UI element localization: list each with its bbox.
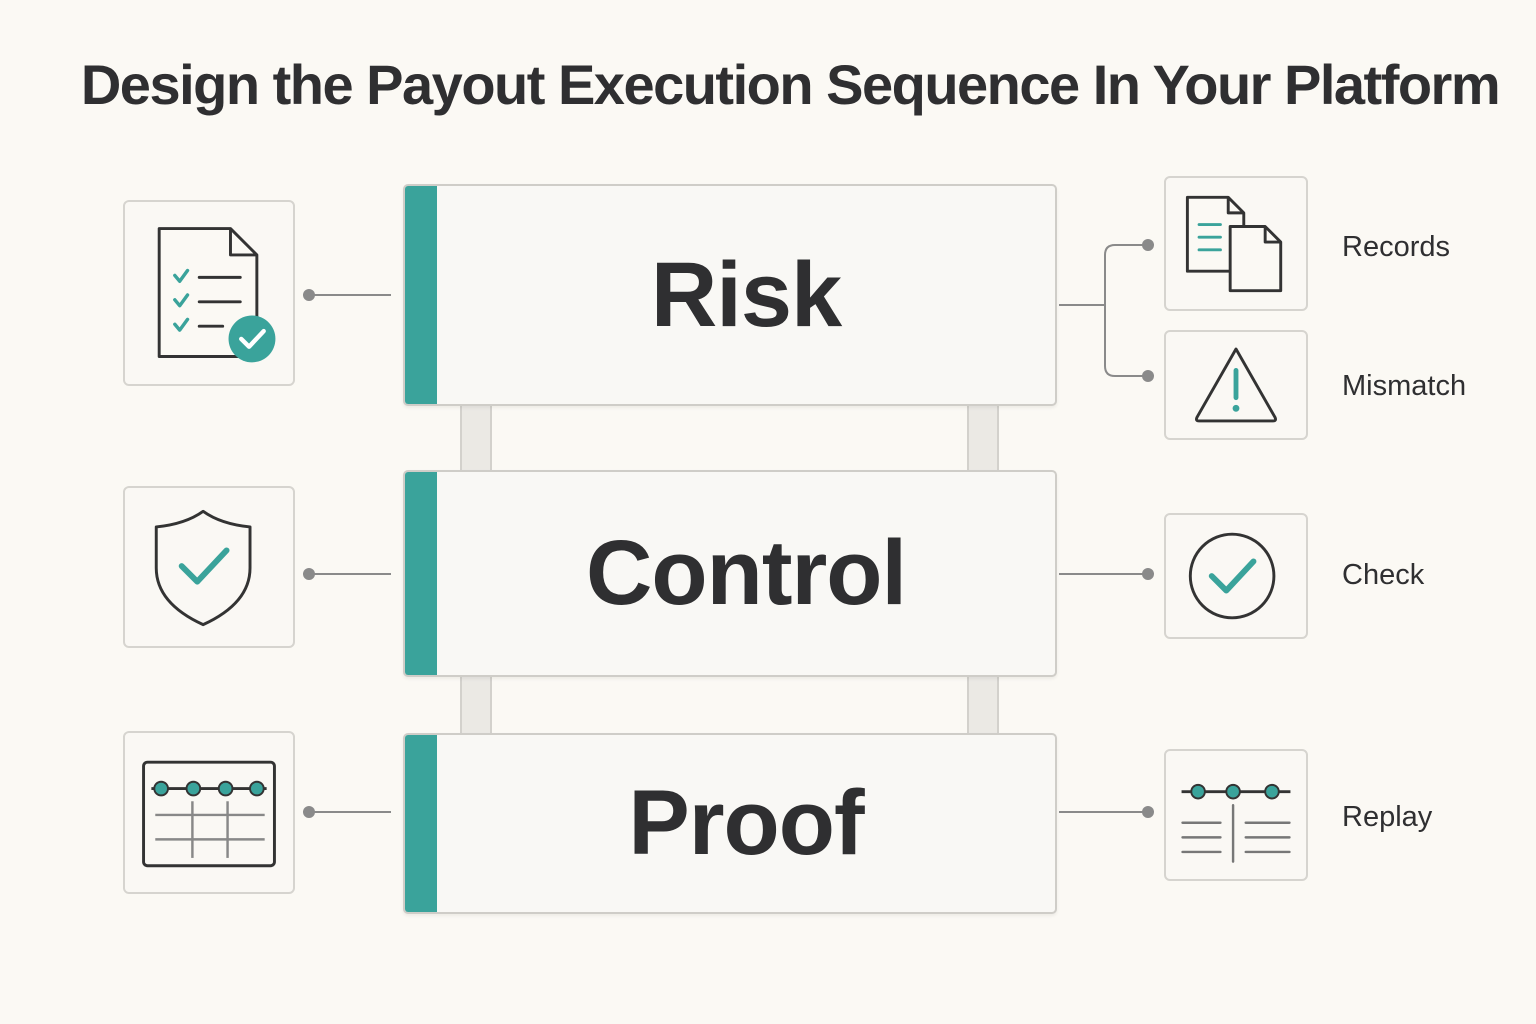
stage-control: Control	[403, 470, 1057, 677]
shield-box	[123, 486, 295, 648]
replay-label: Replay	[1342, 801, 1433, 833]
stage-label: Risk	[650, 243, 842, 346]
records-box	[1164, 176, 1308, 311]
ladder-post	[967, 404, 999, 474]
timeline-box	[123, 731, 295, 894]
mismatch-label: Mismatch	[1342, 370, 1467, 402]
check-circle-icon	[1188, 532, 1276, 620]
mismatch-box	[1164, 330, 1308, 440]
checklist-document-icon	[157, 227, 276, 363]
stage-label: Proof	[628, 772, 864, 874]
check-box	[1164, 513, 1308, 639]
page-title: Design the Payout Execution Sequence In …	[80, 53, 1501, 116]
ladder-post	[460, 675, 492, 737]
records-label: Records	[1342, 231, 1450, 263]
stage-label: Control	[585, 522, 907, 624]
checklist-box	[123, 200, 295, 386]
replay-box	[1164, 749, 1308, 881]
warning-triangle-icon	[1195, 347, 1277, 423]
stage-proof: Proof	[403, 733, 1057, 914]
documents-icon	[1185, 195, 1283, 293]
stage-accent-bar	[405, 735, 437, 912]
check-label: Check	[1342, 559, 1425, 591]
stage-accent-bar	[405, 186, 437, 404]
ladder-post	[460, 404, 492, 474]
timeline-table-icon	[1181, 783, 1291, 863]
shield-check-icon	[154, 509, 252, 627]
ladder-post	[967, 675, 999, 737]
stage-risk: Risk	[403, 184, 1057, 406]
stage-accent-bar	[405, 472, 437, 675]
timeline-calendar-icon	[142, 760, 276, 868]
